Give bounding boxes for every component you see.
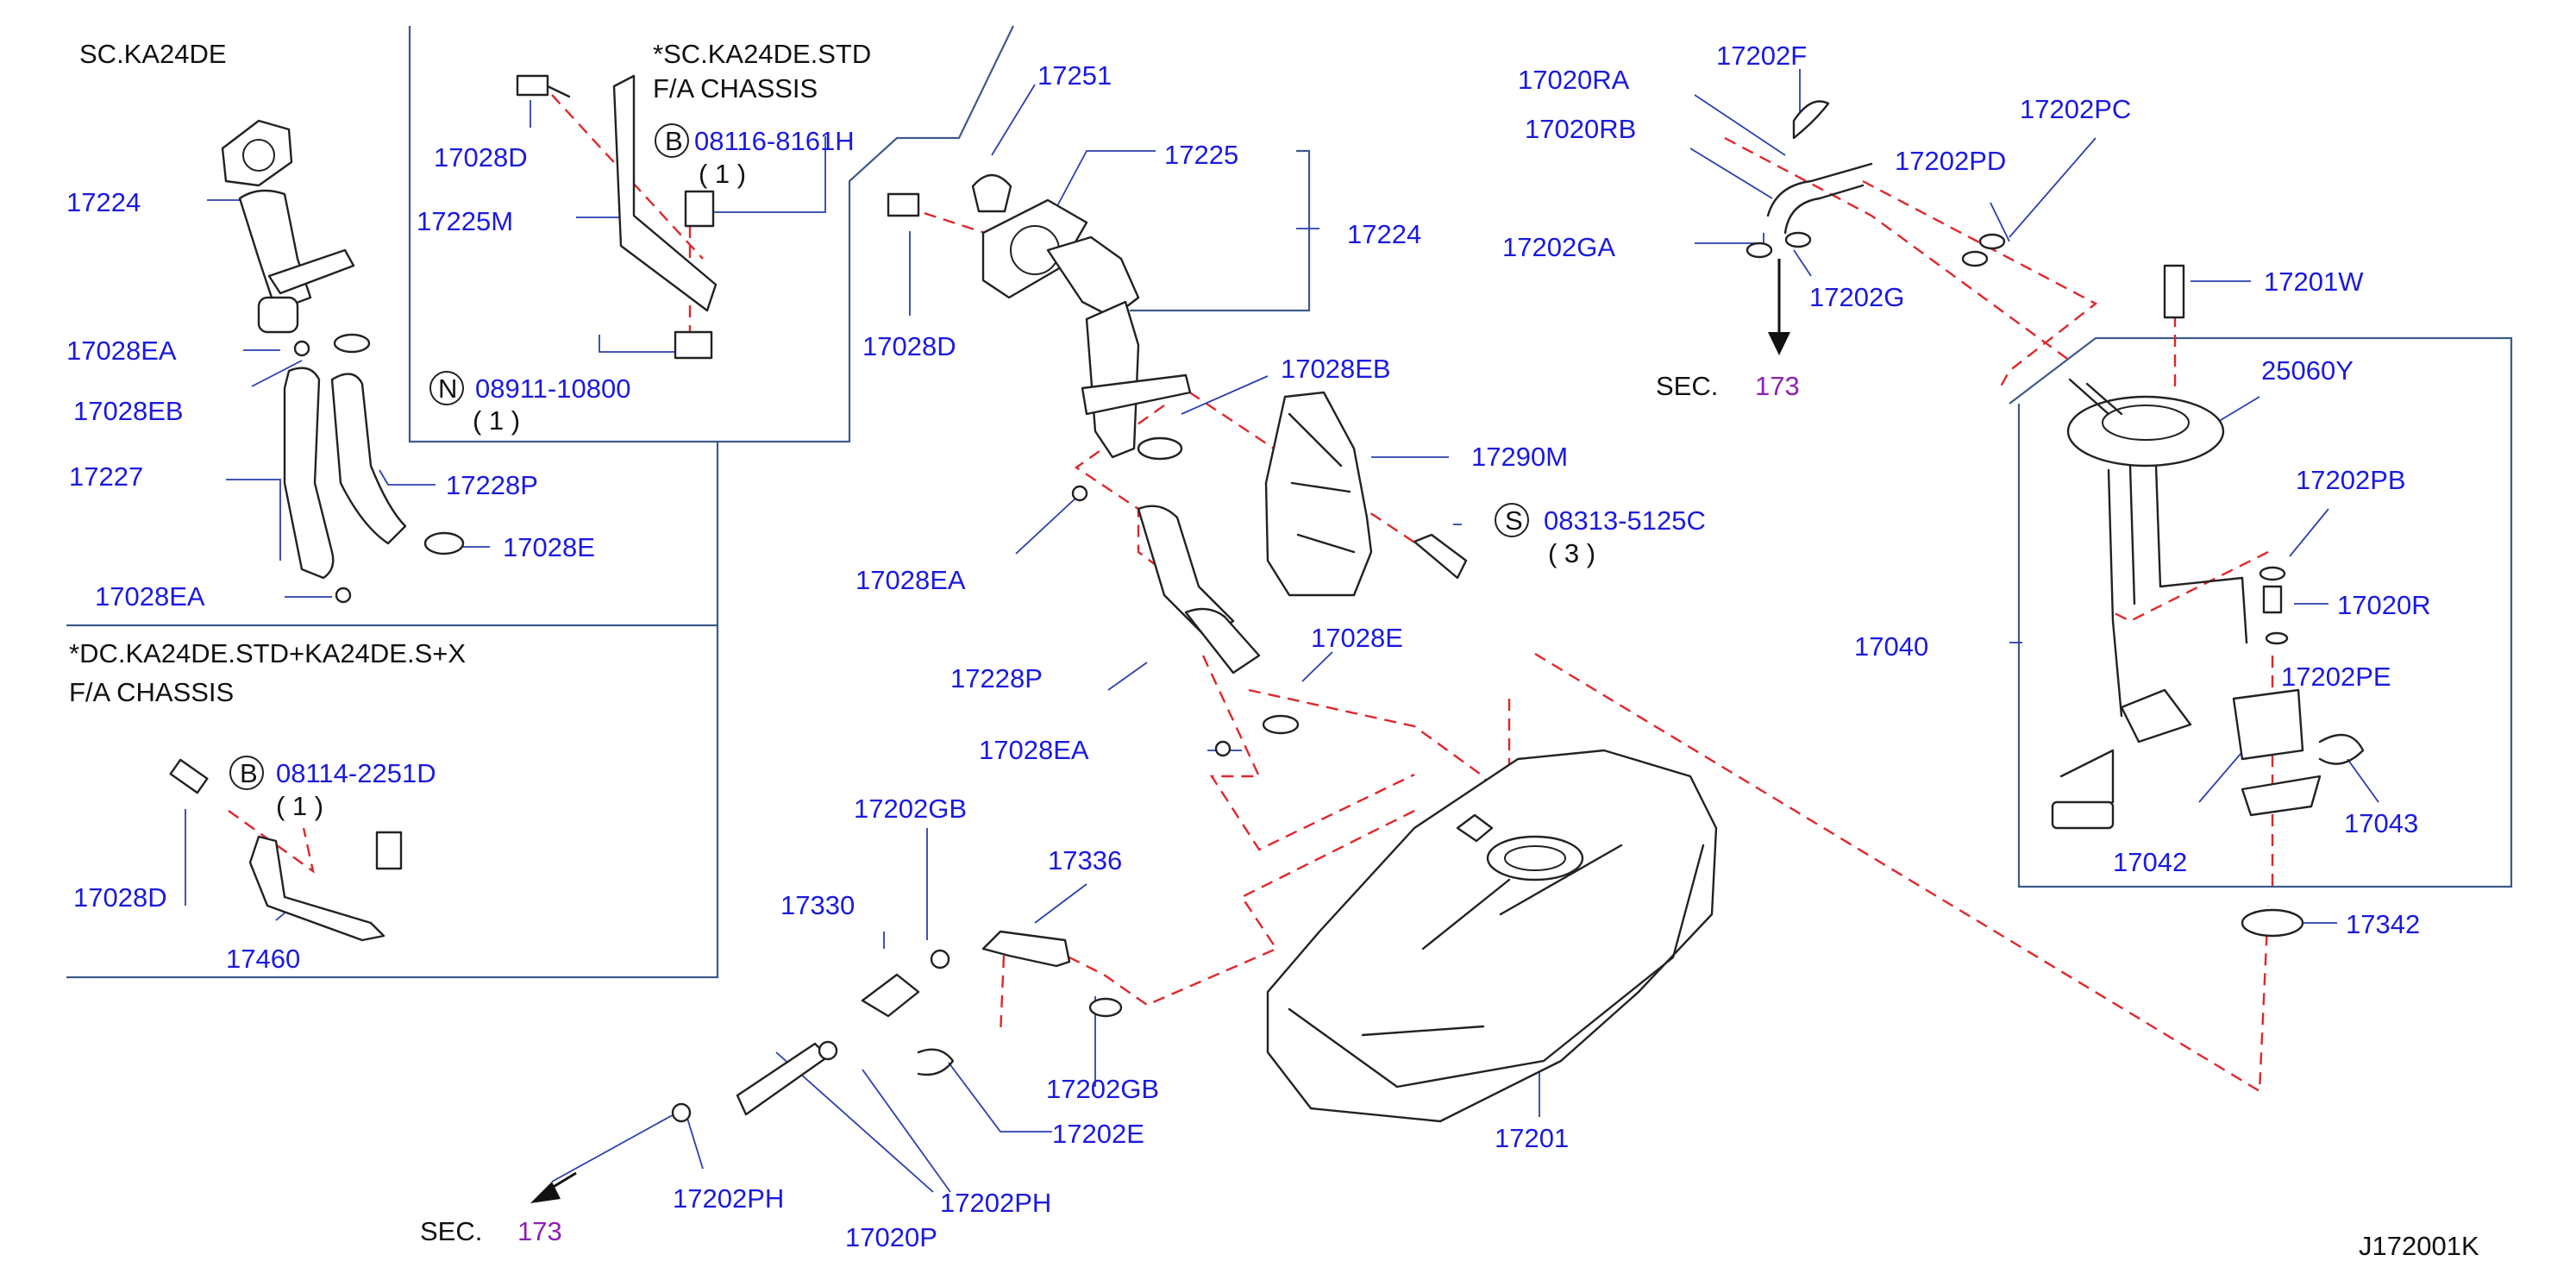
part-label: 17020RB: [1525, 114, 1636, 144]
part-label: 17224: [1347, 219, 1421, 249]
part-label: 17028EA: [856, 565, 966, 595]
ref-code-b1: 08116-8161H: [694, 126, 855, 156]
part-label: 17202PH: [673, 1183, 784, 1214]
ref-qty-s1: ( 3 ): [1548, 538, 1595, 568]
part-label: 17251: [1037, 60, 1112, 91]
ref-code-n1: 08911-10800: [475, 373, 630, 404]
part-label: 17202E: [1052, 1119, 1144, 1149]
part-label: 17202PB: [2296, 465, 2406, 495]
frame-lines: [66, 25, 2513, 979]
part-label: 17020P: [845, 1222, 937, 1252]
header-sc-ka24de: SC.KA24DE: [79, 39, 227, 69]
ref-circles: [229, 123, 1529, 790]
part-label: 17028EA: [95, 581, 205, 612]
leader-lines: [185, 69, 2379, 1193]
part-label: 17202GB: [854, 794, 967, 824]
dashed-assembly-lines: [228, 94, 2274, 1094]
header-std-line1: *SC.KA24DE.STD: [653, 39, 871, 69]
part-label: 17043: [2344, 808, 2418, 838]
ref-qty-b2: ( 1 ): [276, 791, 323, 821]
part-label: 17202GB: [1046, 1074, 1159, 1104]
part-label: 17020RA: [1518, 65, 1630, 95]
arrow-down-icon: [1768, 259, 1790, 355]
fuel-tank: [1266, 749, 1718, 1123]
part-label: 17028E: [1311, 623, 1403, 653]
part-label: 17228P: [950, 663, 1043, 693]
part-label: 17202GA: [1502, 232, 1615, 262]
arrow-left-down-icon: [530, 1171, 577, 1203]
part-label: 17028E: [503, 532, 595, 562]
ref-code-b2: 08114-2251D: [276, 758, 436, 788]
part-label: 25060Y: [2261, 355, 2353, 386]
part-label: 17202PH: [940, 1188, 1051, 1218]
part-label: 17028EB: [73, 396, 184, 426]
part-label: 17224: [66, 187, 141, 217]
ref-letter-n1: N: [438, 373, 457, 404]
parts-drawings: [169, 74, 2365, 1203]
text-labels: SC.KA24DE *SC.KA24DE.STD F/A CHASSIS *DC…: [66, 39, 2479, 1261]
ref-letter-s1: S: [1505, 505, 1523, 536]
part-label: 17202F: [1716, 41, 1807, 71]
header-std-line2: F/A CHASSIS: [653, 73, 818, 104]
part-label: 17336: [1048, 845, 1122, 875]
part-label: 17020R: [2337, 590, 2431, 620]
part-label: 17202PC: [2020, 94, 2131, 124]
part-label: 17201W: [2264, 267, 2364, 297]
sec-number-top: 173: [1755, 371, 1800, 401]
ref-qty-n1: ( 1 ): [473, 405, 520, 436]
part-label: 17225: [1164, 140, 1238, 170]
part-label: 17028EA: [66, 336, 177, 366]
header-dc-line2: F/A CHASSIS: [69, 677, 234, 707]
part-label: 17225M: [417, 206, 513, 236]
part-label: 17028D: [862, 331, 956, 361]
part-label: 17227: [69, 461, 143, 492]
part-label: 17330: [780, 890, 855, 920]
sec-label-bottom: SEC.: [420, 1216, 482, 1246]
part-label: 17028EB: [1281, 354, 1391, 384]
ref-letter-b1: B: [665, 126, 683, 156]
part-label: 17342: [2346, 909, 2420, 939]
diagram-code: J172001K: [2359, 1231, 2479, 1261]
sec-number-bottom: 173: [517, 1216, 562, 1246]
part-label: 17028D: [434, 142, 528, 173]
ref-code-s1: 08313-5125C: [1544, 505, 1706, 536]
part-label: 17460: [226, 944, 300, 974]
part-label: 17201: [1495, 1123, 1569, 1153]
part-label: 17042: [2113, 847, 2187, 877]
sec-label-top: SEC.: [1656, 371, 1718, 401]
part-label: 17028D: [73, 882, 167, 913]
part-label: 17228P: [446, 470, 538, 500]
ref-qty-b1: ( 1 ): [699, 159, 746, 189]
part-label: 17202PE: [2281, 662, 2391, 692]
part-label: 17202G: [1809, 282, 1904, 312]
header-dc-line1: *DC.KA24DE.STD+KA24DE.S+X: [69, 638, 466, 668]
part-label: 17040: [1854, 631, 1928, 662]
part-label: 17028EA: [979, 735, 1089, 765]
part-label: 17290M: [1471, 442, 1568, 472]
ref-letter-b2: B: [240, 758, 258, 788]
part-label: 17202PD: [1895, 146, 2006, 176]
filler-neck-left: [221, 119, 355, 334]
